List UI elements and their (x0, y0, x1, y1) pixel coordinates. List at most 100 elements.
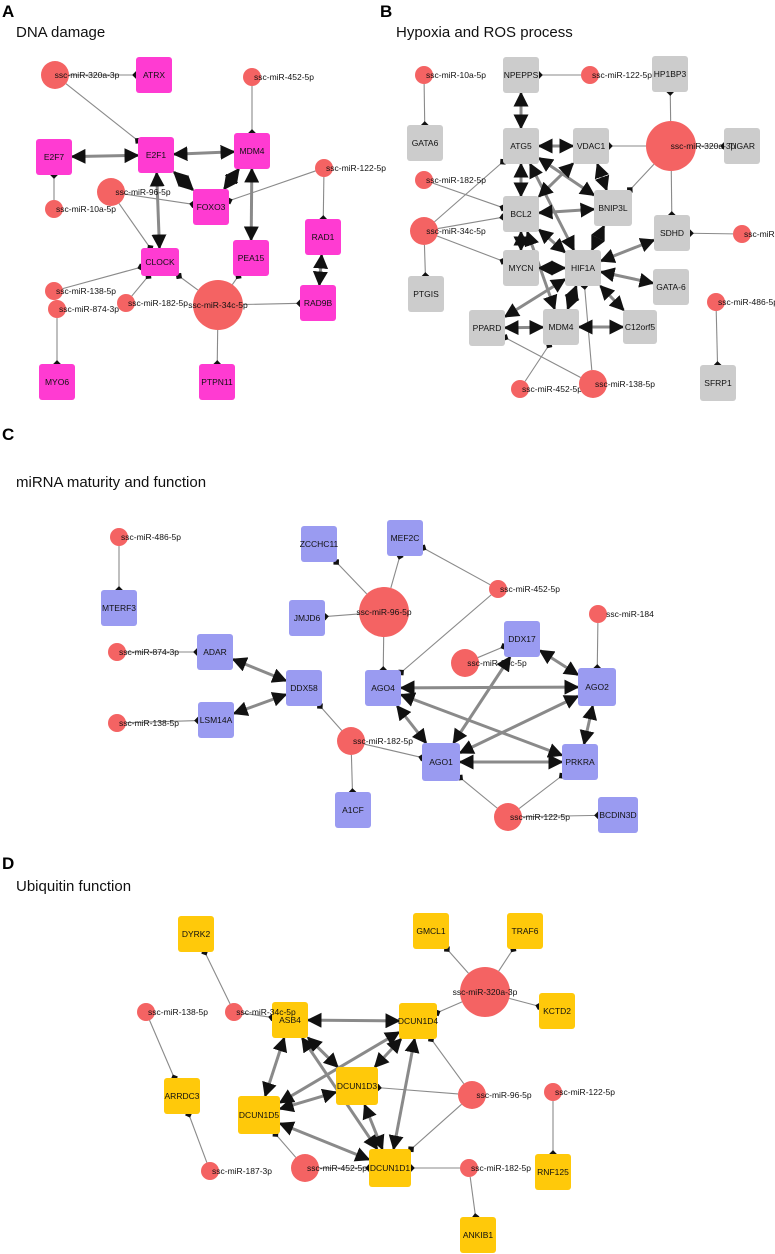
mirna-node: ssc-miR-452-5p (489, 580, 560, 598)
mirna-label: ssc-miR-138-5p (56, 286, 116, 296)
interaction-edge (458, 694, 580, 755)
interaction-edge (388, 1037, 420, 1151)
panel-title: Hypoxia and ROS process (396, 24, 573, 41)
gene-label: GMCL1 (416, 926, 446, 936)
panel-c-header: C miRNA maturity and function (2, 425, 206, 491)
regulation-edge (201, 948, 231, 1005)
gene-label: KCTD2 (543, 1006, 571, 1016)
gene-label: E2F7 (44, 152, 65, 162)
mirna-label: ssc-miR-452-5p (254, 72, 314, 82)
gene-label: MYO6 (45, 377, 69, 387)
gene-box (503, 250, 539, 286)
gene-box (272, 1002, 308, 1038)
mirna-node: ssc-miR-10a-5p (415, 66, 486, 84)
interaction-edge (278, 1088, 338, 1113)
mirna-label: ssc-miR-182-5p (471, 1163, 531, 1173)
gene-label: ATRX (143, 70, 165, 80)
mirna-node: ssc-miR-138-5p (108, 714, 179, 732)
mirna-label: ssc-miR-122-5p (326, 163, 386, 173)
gene-node: ATG5 (503, 128, 539, 164)
gene-box (39, 364, 75, 400)
gene-box (138, 137, 174, 173)
mirna-circle (494, 803, 522, 831)
mirna-circle (193, 280, 243, 330)
gene-box (399, 1003, 437, 1039)
mirna-node: ssc-miR-10a-5p (45, 200, 116, 218)
gene-box (197, 634, 233, 670)
gene-label: BNIP3L (598, 203, 628, 213)
gene-box (164, 1078, 200, 1114)
gene-node: ATRX (136, 57, 172, 93)
mirna-label: ssc-miR-122-5p (510, 812, 570, 822)
mirna-label: ssc-miR-320a-3p (453, 987, 518, 997)
gene-node: GMCL1 (413, 913, 449, 949)
regulation-edge (408, 1103, 462, 1153)
mirna-circle (410, 217, 438, 245)
gene-box (234, 133, 270, 169)
mirna-node: ssc-miR-874-3p (108, 643, 179, 661)
gene-node: ADAR (197, 634, 233, 670)
gene-box (178, 916, 214, 952)
mirna-circle (415, 66, 433, 84)
interaction-edge (172, 144, 236, 162)
mirna-label: ssc-miR-10a-5p (426, 70, 486, 80)
gene-label: RNF125 (537, 1167, 569, 1177)
mirna-label: ssc-miR-34c-5p (426, 226, 486, 236)
gene-label: ASB4 (279, 1015, 301, 1025)
gene-label: AGO2 (585, 682, 609, 692)
gene-box (653, 269, 689, 305)
regulation-edge (118, 203, 154, 252)
gene-box (460, 1217, 496, 1253)
gene-node: SFRP1 (700, 365, 736, 401)
mirna-label: ssc-miR-96-5p (476, 1090, 532, 1100)
regulation-edge (433, 1001, 463, 1017)
mirna-node: ssc-miR-452-5p (243, 68, 314, 86)
gene-node: DYRK2 (178, 916, 214, 952)
gene-label: CLOCK (145, 257, 175, 267)
gene-label: ADAR (203, 647, 227, 657)
regulation-edge (667, 170, 676, 219)
gene-label: RAD9B (304, 298, 333, 308)
gene-node: JMJD6 (289, 600, 325, 636)
gene-label: DCUN1D1 (370, 1163, 410, 1173)
gene-node: AGO2 (578, 668, 616, 706)
gene-box (503, 196, 539, 232)
gene-node: TRAF6 (507, 913, 543, 949)
mirna-circle (415, 171, 433, 189)
mirna-circle (544, 1083, 562, 1101)
mirna-node: ssc-miR-182-5p (415, 171, 486, 189)
gene-node: MYCN (503, 250, 539, 286)
mirna-node: ssc-miR-452-5p (291, 1154, 367, 1182)
mirna-circle (460, 967, 510, 1017)
mirna-circle (117, 294, 135, 312)
gene-box (700, 365, 736, 401)
regulation-edge (444, 946, 469, 974)
mirna-node: ssc-miR-96-5p (458, 1081, 532, 1109)
panel-letter: C (2, 425, 14, 444)
gene-label: E2F1 (146, 150, 167, 160)
regulation-edge (333, 559, 368, 595)
mirna-label: ssc-miR-187-3p (212, 1166, 272, 1176)
gene-box (543, 309, 579, 345)
gene-box (623, 310, 657, 344)
mirna-node: ssc-miR-187-3p (201, 1162, 272, 1180)
mirna-node: ssc-miR-320a-3p (41, 61, 120, 89)
mirna-label: ssc-miR-210-3p (744, 229, 775, 239)
regulation-edge (477, 643, 508, 659)
gene-box (422, 743, 460, 781)
regulation-edge (434, 158, 506, 223)
gene-label: LSM14A (200, 715, 233, 725)
mirna-circle (733, 225, 751, 243)
regulation-edge (242, 1012, 276, 1022)
gene-node: SDHD (654, 215, 690, 251)
gene-label: GATA6 (412, 138, 439, 148)
gene-label: DDX58 (290, 683, 318, 693)
gene-box (507, 913, 543, 949)
gene-box (652, 56, 688, 92)
mirna-circle (201, 1162, 219, 1180)
regulation-edge (509, 997, 543, 1010)
gene-node: KCTD2 (539, 993, 575, 1029)
gene-node: VDAC1 (573, 128, 609, 164)
interaction-edge (503, 277, 567, 319)
gene-node: PTPN11 (199, 364, 235, 400)
